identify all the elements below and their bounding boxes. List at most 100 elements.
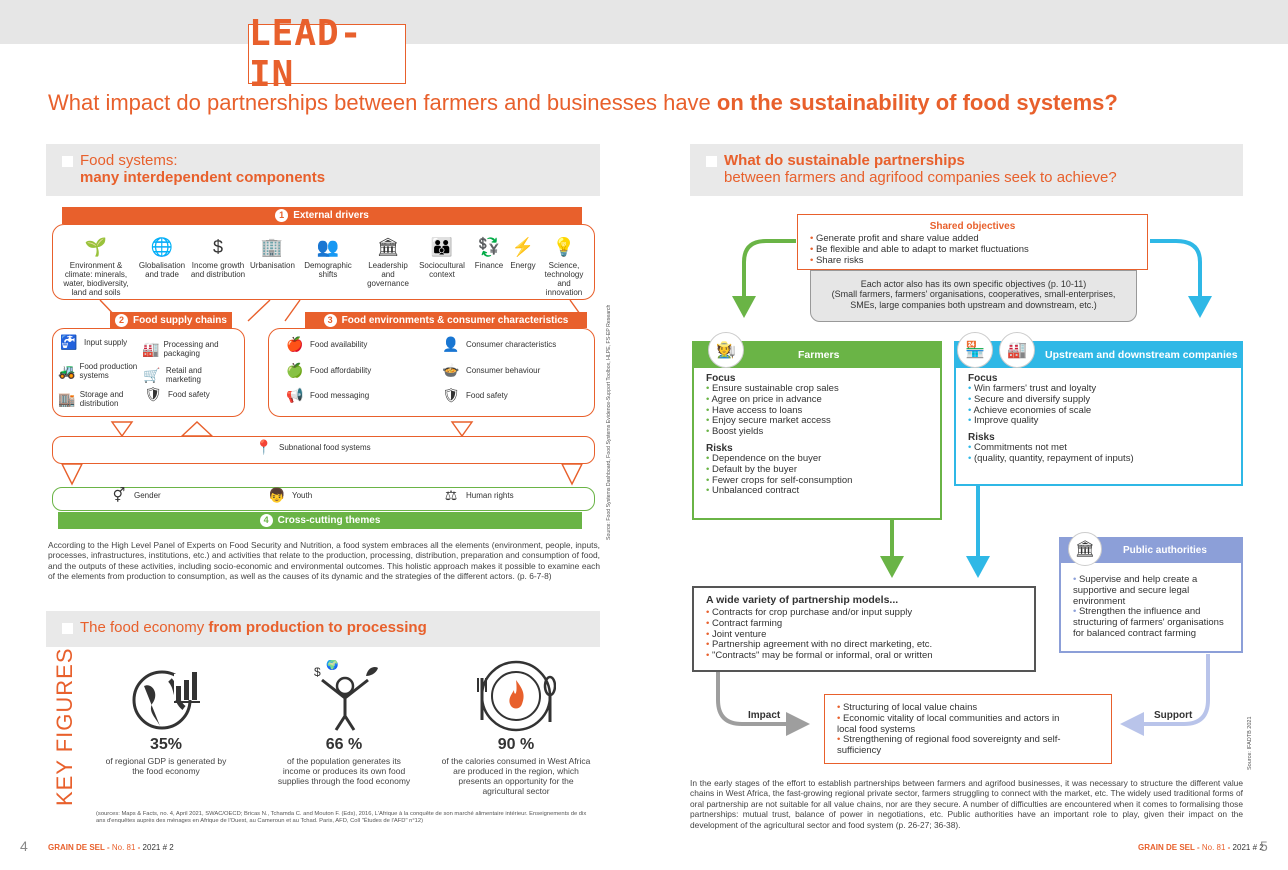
supply-label: Food safety: [168, 390, 210, 399]
partnership-models-list: Contracts for crop purchase and/or input…: [706, 607, 1034, 662]
environment-label: Food safety: [466, 391, 508, 400]
supply-item: 🛡Food safety: [142, 387, 232, 401]
svg-text:$: $: [314, 665, 321, 679]
environment-label: Food availability: [310, 340, 368, 349]
bullet-square: [62, 623, 73, 634]
list-item: Ensure sustainable crop sales: [706, 383, 940, 395]
farmers-focus-list: Ensure sustainable crop salesAgree on pr…: [706, 383, 940, 438]
list-item: Commitments not met: [968, 442, 1241, 454]
supply-item: 🚜Food production systems: [58, 362, 148, 380]
driver-label: Demographic shifts: [304, 261, 352, 279]
list-item: Secure and diversify supply: [968, 394, 1241, 406]
driver-label: Sociocultural context: [419, 261, 465, 279]
public-authorities-list: Supervise and help create a supportive a…: [1073, 574, 1233, 640]
shield-icon: 🛡: [442, 387, 460, 403]
crosscut-item: ⚥Gender: [108, 488, 228, 502]
driver-label: Urbanisation: [250, 261, 295, 270]
tap-icon: 🚰: [60, 334, 78, 350]
key-figure-text: of the population generates its income o…: [277, 756, 411, 786]
key-figure-value: 66 %: [325, 736, 363, 753]
list-item: Contracts for crop purchase and/or input…: [706, 607, 1034, 619]
environment-label: Food messaging: [310, 391, 370, 400]
actor-objectives-note: Each actor also has its own specific obj…: [810, 270, 1137, 322]
list-item: Boost yields: [706, 426, 940, 438]
companies-risks-list: Commitments not met(quality, quantity, r…: [968, 442, 1241, 465]
driver-item: 🌱Environment & climate: minerals, water,…: [56, 236, 136, 297]
apple-icon: 🍎: [286, 336, 304, 352]
crosscut-label: Gender: [134, 491, 161, 500]
subnational-item: 📍Subnational food systems: [253, 439, 370, 455]
plant-hand-icon: 🌱: [84, 237, 108, 257]
top-band: [0, 0, 1288, 44]
farmers-box: Farmers Focus Ensure sustainable crop sa…: [692, 341, 942, 520]
subnational-box: 📍Subnational food systems: [52, 436, 595, 464]
svg-text:🌍: 🌍: [326, 660, 338, 671]
driver-label: Finance: [474, 261, 504, 270]
gavel-icon: ⚖: [444, 487, 458, 503]
key-figure-text: of the calories consumed in West Africa …: [441, 756, 591, 796]
supply-item: 🏭Processing and packaging: [142, 340, 232, 358]
key-figure-value: 90 %: [497, 736, 535, 753]
driver-label: Science, technology and innovation: [544, 261, 584, 297]
buildings-icon: 🏢: [260, 237, 284, 257]
sources-note: (sources: Maps & Facts, no. 4, April 202…: [96, 811, 587, 824]
driver-label: Energy: [510, 261, 536, 270]
youth-icon: 👦: [268, 487, 286, 503]
section-food-systems-header: Food systems: many interdependent compon…: [46, 144, 600, 196]
list-item: Share risks: [810, 255, 1147, 267]
list-item: Improve quality: [968, 416, 1241, 427]
footer-right: GRAIN DE SEL - No. 81 - 2021 # 2: [1138, 843, 1264, 852]
page-title: What impact do partnerships between farm…: [48, 90, 1118, 115]
section-partnerships-header: What do sustainable partnerships between…: [690, 144, 1243, 196]
steaming-bowl-icon: 🍲: [442, 362, 460, 378]
plate-fire-icon: [477, 660, 556, 732]
connector-triangles-2: [60, 463, 584, 486]
shared-objectives-list: Generate profit and share value addedBe …: [810, 233, 1147, 267]
supply-item: 🏬Storage and distribution: [58, 390, 148, 408]
list-item: Have access to loans: [706, 405, 940, 417]
environment-item: 🛡 Food safety: [440, 387, 580, 403]
driver-item: ⚡Energy: [508, 236, 538, 270]
flow-arrows: [716, 239, 1212, 736]
people-icon: 👥: [316, 237, 340, 257]
diagram-source-right: Source: IFADTB 2021: [1247, 716, 1253, 771]
outcomes-list: Structuring of local value chainsEconomi…: [837, 702, 1067, 757]
crosscut-item: 👦 Youth: [266, 487, 386, 503]
driver-item: 👪Sociocultural context: [418, 236, 466, 279]
supply-label: Input supply: [84, 338, 128, 347]
driver-label: Globalisation and trade: [138, 261, 186, 279]
location-pin-icon: 📍: [255, 439, 273, 455]
environment-label: Consumer behaviour: [466, 366, 541, 375]
bullet-square: [706, 156, 717, 167]
impact-label: Impact: [748, 710, 781, 721]
driver-item: 👥 Demographic shifts: [304, 236, 352, 279]
list-item: Fewer crops for self-consumption: [706, 475, 940, 487]
crosscut-label: Youth: [292, 491, 313, 500]
driver-item: 🏛 Leadership and governance: [362, 236, 414, 288]
globe-chart-icon: [132, 670, 200, 730]
diagram-source: Source: Food Systems Dashboard, Food Sys…: [606, 304, 612, 540]
list-item: Strengthening of regional food sovereign…: [837, 735, 1067, 757]
list-item: Win farmers' trust and loyalty: [968, 383, 1241, 395]
companies-box: Upstream and downstream companies Focus …: [954, 341, 1243, 486]
driver-label: Leadership and governance: [367, 261, 409, 288]
supply-item: 🛒Retail and marketing: [142, 366, 232, 384]
environment-label: Consumer characteristics: [466, 340, 557, 349]
farmers-risks-list: Dependence on the buyerDefault by the bu…: [706, 453, 940, 497]
list-item: Generate profit and share value added: [810, 233, 1147, 245]
support-label: Support: [1154, 710, 1193, 721]
list-item: "Contracts" may be formal or informal, o…: [706, 650, 1034, 662]
government-icon: 🏛: [376, 237, 400, 257]
page-number-right: 5: [1260, 838, 1268, 854]
lead-in-label: LEAD-IN: [248, 13, 406, 95]
supply-label: Processing and packaging: [163, 340, 219, 358]
shared-objectives-box: Shared objectives Generate profit and sh…: [797, 214, 1148, 270]
crosscutting-box: [52, 487, 595, 511]
environment-item: 🍏Food affordability: [284, 363, 424, 377]
list-item: (quality, quantity, repayment of inputs): [968, 453, 1241, 465]
key-figures-label: KEY FIGURES: [52, 647, 77, 806]
